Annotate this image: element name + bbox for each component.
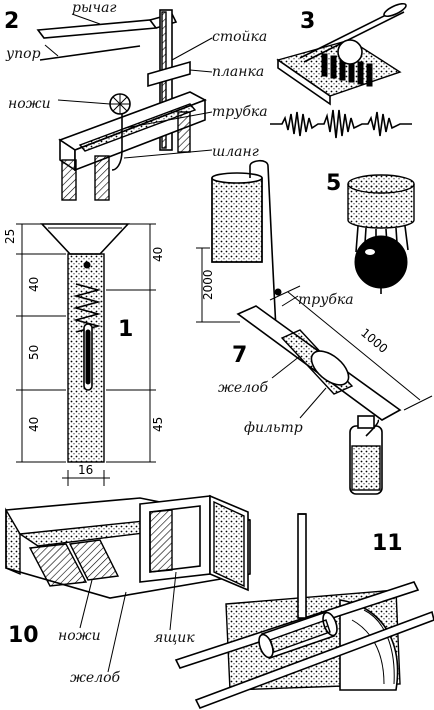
beam-groove (78, 103, 197, 152)
leader-plank (189, 69, 213, 73)
filter-bag (310, 350, 350, 386)
bottle-neck (357, 415, 375, 429)
slicer-handle (383, 2, 407, 18)
figure-number-5: 5 (326, 171, 341, 196)
label-plank: планка (212, 64, 264, 80)
label-stop: упор (5, 46, 41, 62)
slicer-fins (321, 53, 373, 87)
knife-blade-1 (28, 543, 88, 587)
label-tube: трубка (212, 104, 268, 120)
label-tube-7: трубка (298, 292, 354, 308)
box-shading (149, 509, 173, 573)
jar-body (211, 177, 263, 263)
figure-number-1: 1 (118, 317, 133, 342)
jar-rim (211, 172, 263, 184)
tube-bolt (83, 261, 91, 269)
dim-40-top: 40 (151, 247, 165, 262)
siphon-tube (249, 159, 277, 331)
figure-5-strainer: 5 (326, 171, 415, 294)
figure-number-3: 3 (300, 9, 315, 34)
label-box: ящик (154, 630, 195, 646)
dim-50: 50 (27, 345, 41, 360)
middle-leg (94, 155, 110, 201)
figure-number-11: 11 (372, 531, 403, 556)
dim-2000: 2000 (201, 269, 215, 300)
strainer-cylinder (347, 184, 415, 229)
figure-11-roller-grater: 11 (174, 513, 434, 710)
figure-3-slicer: 3 (270, 2, 412, 139)
label-lever: рычаг (72, 0, 117, 16)
leader-post (171, 37, 213, 61)
dim-2000-line (196, 247, 240, 323)
leader-box (169, 571, 177, 631)
left-leg (61, 159, 77, 201)
dim-line-bottom (62, 470, 110, 486)
trough-end-left (5, 507, 21, 576)
leader-filter (299, 387, 327, 419)
fruit-shape (337, 39, 363, 65)
dim-25: 25 (3, 229, 17, 244)
right-leg (177, 111, 191, 153)
dim-1000: 1000 (358, 326, 390, 356)
figure-10-chopper-box: 10 ножи ящик желоб (5, 494, 251, 686)
leader-knives (57, 99, 111, 105)
dim-ticks-left (16, 223, 66, 463)
leader-knives-10 (79, 579, 93, 629)
label-knives: ножи (8, 96, 51, 112)
label-knives-10: ножи (58, 628, 101, 644)
label-filter: фильтр (244, 420, 303, 436)
dim-40-bottom: 40 (27, 417, 41, 432)
tube-clamp (274, 288, 282, 296)
dim-16: 16 (78, 463, 93, 477)
dim-45: 45 (151, 417, 165, 432)
figure-number-10: 10 (8, 623, 39, 648)
dim-40-left: 40 (27, 277, 41, 292)
slicer-arm (299, 7, 401, 59)
slice-profile-wave (270, 109, 412, 139)
figure-7-siphon-trough: 7 2000 1000 трубка желоб фильтр (196, 159, 433, 495)
knife-blade-2 (68, 539, 120, 581)
slicer-base-front (277, 58, 331, 106)
ball-highlight (365, 249, 375, 255)
leader-tube (124, 111, 213, 129)
plunger-rod (85, 329, 91, 385)
label-hose: шланг (212, 144, 259, 160)
pour-stream (365, 419, 380, 437)
leader-trough-10 (107, 591, 127, 673)
strainer-top (347, 174, 415, 194)
roller-grater-texture (269, 619, 331, 653)
leader-lever (71, 13, 101, 25)
black-ball (354, 235, 408, 289)
bottle-liquid (351, 445, 381, 491)
slicer-arm-2 (303, 11, 405, 63)
figure-1-tube-device: 1 25 40 40 50 40 45 16 (3, 223, 165, 486)
figure-2-lever-cutter: 2 рычаг стойка упо (4, 0, 268, 201)
plank-shape (147, 60, 191, 88)
box-side-texture (213, 500, 245, 588)
leader-tube-7 (281, 295, 299, 307)
dim-ticks-right (106, 223, 156, 463)
label-trough-10: желоб (70, 670, 121, 686)
dim-1000-line (269, 285, 433, 411)
leader-hose (123, 149, 213, 159)
figure-number-7: 7 (232, 343, 247, 368)
label-post: стойка (212, 29, 267, 45)
hose-line (111, 149, 123, 171)
figure-number-2: 2 (4, 9, 19, 34)
jar-outline (211, 178, 263, 263)
leader-trough (271, 355, 301, 379)
label-trough-7: желоб (218, 380, 269, 396)
leader-stop (44, 44, 59, 57)
knife-spokes (110, 94, 130, 114)
roller-handle (297, 513, 307, 619)
rail-back (194, 610, 434, 710)
stop-bar (39, 45, 141, 61)
